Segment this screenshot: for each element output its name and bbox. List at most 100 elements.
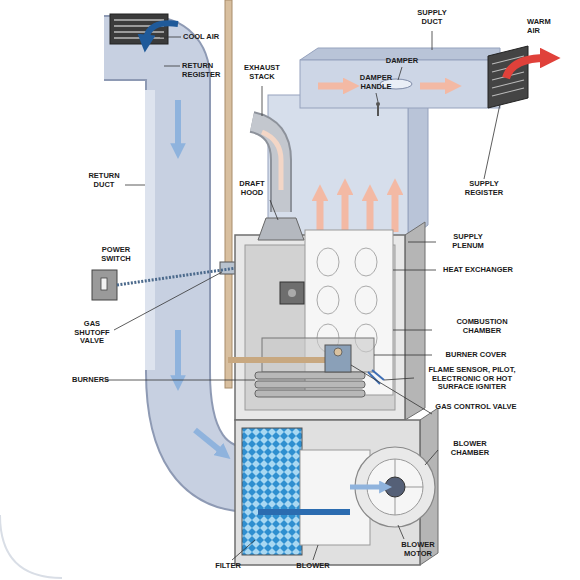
part-label: WARM AIR	[527, 18, 561, 35]
part-label: SUPPLY REGISTER	[459, 180, 509, 197]
air-arrow	[175, 330, 181, 380]
corner-border	[0, 515, 62, 578]
part-label: GAS CONTROL VALVE	[433, 403, 519, 412]
supply-register	[492, 80, 524, 88]
part-label: BURNERS	[72, 376, 112, 385]
furnace-lower-cabinet	[235, 420, 420, 565]
part-label: BLOWER MOTOR	[394, 541, 442, 558]
warm-air-arrow	[506, 58, 546, 78]
supply-duct	[300, 48, 500, 108]
leader-line	[408, 242, 436, 243]
cool-air-arrow	[146, 23, 178, 40]
heated-air-arrow	[342, 190, 349, 232]
leader-line	[398, 525, 404, 539]
leader-line	[313, 545, 318, 560]
supply-duct	[300, 60, 500, 108]
heated-air-arrow	[317, 196, 324, 232]
damper	[376, 102, 380, 106]
leader-line	[114, 272, 222, 330]
blower-motor	[350, 447, 435, 527]
part-label: FLAME SENSOR, PILOT, ELECTRONIC OR HOT S…	[416, 366, 528, 392]
part-label: DAMPER HANDLE	[353, 74, 399, 91]
leader-line	[262, 86, 263, 116]
blower-motor	[350, 485, 383, 490]
leader-line	[125, 185, 145, 186]
gas-pipe	[225, 0, 232, 388]
part-label: GAS SHUTOFF VALVE	[70, 320, 114, 346]
burner-assembly	[228, 338, 384, 397]
exhaust-stack	[252, 122, 281, 212]
part-label: RETURN REGISTER	[182, 62, 232, 79]
leader-line	[393, 270, 436, 271]
heated-air-arrow	[318, 83, 348, 90]
exhaust-stack	[252, 122, 281, 212]
control-module	[288, 289, 296, 297]
part-label: EXHAUST STACK	[239, 64, 285, 81]
burner-assembly	[368, 372, 380, 384]
control-module	[280, 282, 304, 304]
power-switch	[92, 270, 117, 300]
leader-line	[270, 200, 278, 220]
furnace-upper-cabinet	[235, 222, 425, 420]
heated-air-arrow	[318, 86, 450, 232]
exhaust-stack	[262, 132, 281, 190]
return-register	[114, 19, 164, 21]
burner-assembly	[255, 390, 365, 397]
part-label: SUPPLY DUCT	[412, 9, 452, 26]
part-label: RETURN DUCT	[84, 172, 124, 189]
control-module	[280, 282, 304, 304]
heat-exchanger	[355, 286, 377, 314]
part-label: BLOWER	[288, 562, 338, 571]
power-switch	[117, 268, 236, 285]
blower	[258, 450, 370, 545]
part-label: HEAT EXCHANGER	[436, 266, 520, 275]
return-register	[110, 14, 168, 44]
air-filter	[242, 428, 302, 555]
supply-register	[492, 88, 524, 96]
part-label: COOL AIR	[183, 33, 243, 42]
leader-line	[374, 355, 432, 356]
leader-line	[105, 380, 255, 381]
leader-line	[376, 93, 378, 102]
power-switch	[92, 268, 236, 300]
part-label: SUPPLY PLENUM	[439, 233, 497, 250]
return-register	[110, 14, 168, 44]
part-label: BURNER COVER	[434, 351, 518, 360]
leader-line	[384, 378, 414, 380]
part-label: FILTER	[208, 562, 248, 571]
power-switch	[101, 278, 107, 290]
leader-line	[351, 365, 432, 414]
leader-line	[398, 67, 402, 80]
part-label: BLOWER CHAMBER	[440, 440, 500, 457]
return-duct	[145, 90, 155, 370]
air-filter	[242, 428, 302, 555]
part-label: DRAFT HOOD	[233, 180, 271, 197]
burner-assembly	[262, 338, 374, 372]
leader-line	[484, 104, 500, 179]
leader-line	[432, 31, 433, 50]
burner-assembly	[255, 381, 365, 388]
leader-line	[105, 31, 500, 560]
burner-assembly	[255, 372, 365, 379]
corner-border	[0, 515, 62, 578]
heat-exchanger	[317, 286, 339, 314]
heated-air-arrow	[420, 83, 450, 90]
heated-air-arrow	[367, 196, 374, 232]
part-label: POWER SWITCH	[92, 246, 140, 263]
leader-line	[164, 66, 180, 67]
burner-assembly	[334, 348, 342, 356]
burner-assembly	[228, 357, 325, 363]
exhaust-stack	[252, 122, 281, 212]
air-arrow	[195, 430, 222, 452]
heat-exchanger	[317, 248, 339, 276]
leader-line	[160, 37, 181, 38]
part-label: COMBUSTION CHAMBER	[437, 318, 527, 335]
part-label: DAMPER	[377, 57, 427, 66]
return-register	[114, 37, 164, 39]
furnace-upper-cabinet	[405, 222, 425, 420]
leader-line	[232, 540, 255, 560]
blower-motor	[385, 477, 405, 497]
